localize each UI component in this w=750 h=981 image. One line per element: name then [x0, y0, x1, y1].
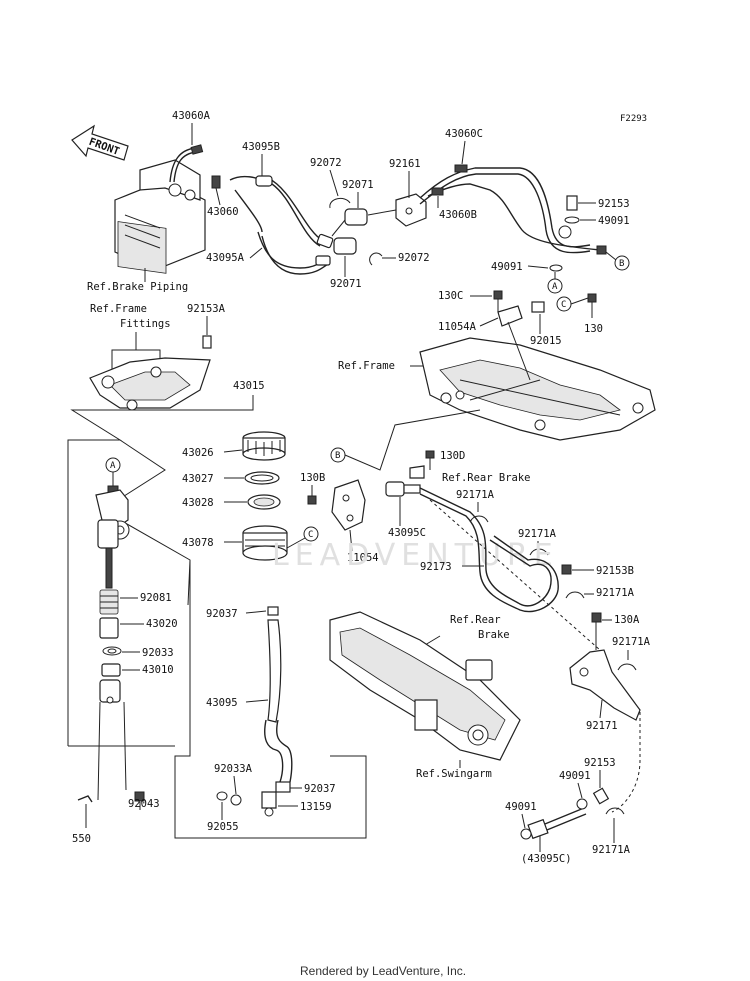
figure-code: F2293 — [620, 114, 647, 124]
label-92072-bottom: 92072 — [398, 252, 430, 264]
label-43060: 43060 — [207, 206, 239, 218]
abs-unit-drawing — [114, 159, 206, 274]
label-43095C: 43095C — [388, 527, 426, 539]
frame-fittings-bracket-drawing — [89, 335, 212, 411]
label-43028: 43028 — [182, 497, 214, 509]
label-130C: 130C — [438, 290, 463, 302]
label-13159: 13159 — [300, 801, 332, 813]
label-92072-top: 92072 — [310, 157, 342, 169]
label-43060C: 43060C — [445, 128, 483, 140]
label-43010: 43010 — [142, 664, 174, 676]
label-49091-bottom-b: 49091 — [505, 801, 537, 813]
callout-c-left: C — [286, 526, 319, 549]
label-92171A-d: 92171A — [612, 636, 651, 648]
swingarm-drawing — [329, 611, 521, 761]
label-43095C-paren: (43095C) — [521, 853, 572, 865]
callout-a-top: A — [547, 272, 563, 294]
svg-text:B: B — [335, 451, 340, 461]
label-92081: 92081 — [140, 592, 172, 604]
label-92171A-e: 92171A — [592, 844, 631, 856]
reservoir-parts-drawing — [216, 431, 293, 817]
label-43015: 43015 — [233, 380, 265, 392]
svg-text:C: C — [308, 530, 313, 540]
svg-text:B: B — [619, 259, 624, 269]
ref-rear-brake-2a: Ref.Rear — [450, 614, 501, 626]
footer-text: Rendered by LeadVenture, Inc. — [300, 964, 466, 978]
label-92055: 92055 — [207, 821, 239, 833]
ref-brake-piping-label: Ref.Brake Piping — [87, 281, 188, 293]
label-92037-top: 92037 — [206, 608, 238, 620]
ref-frame-fittings-label-2: Fittings — [120, 318, 171, 330]
label-130: 130 — [584, 323, 603, 335]
ref-swingarm-label: Ref.Swingarm — [416, 768, 492, 780]
label-130B: 130B — [300, 472, 325, 484]
label-49091-mid: 49091 — [491, 261, 523, 273]
rear-brake-pipe-drawing — [419, 487, 601, 651]
label-130D: 130D — [440, 450, 465, 462]
label-130A: 130A — [614, 614, 640, 626]
clamp-92171-drawing — [569, 649, 641, 721]
label-49091-bottom-a: 49091 — [559, 770, 591, 782]
label-92173: 92173 — [420, 561, 452, 573]
label-92161: 92161 — [389, 158, 421, 170]
label-43095A: 43095A — [206, 252, 245, 264]
label-92037-bottom: 92037 — [304, 783, 336, 795]
label-92071-top: 92071 — [342, 179, 374, 191]
label-92015: 92015 — [530, 335, 562, 347]
svg-text:A: A — [552, 282, 558, 292]
label-43078: 43078 — [182, 537, 214, 549]
label-43095: 43095 — [206, 697, 238, 709]
cotter-pin-drawing — [77, 701, 145, 828]
label-92153B: 92153B — [596, 565, 634, 577]
front-arrow-icon: FRONT — [71, 124, 129, 161]
ref-rear-brake-2b: Brake — [478, 629, 510, 641]
callout-a-left: A — [105, 457, 121, 486]
label-43027: 43027 — [182, 473, 214, 485]
label-43095B: 43095B — [242, 141, 280, 153]
label-43026: 43026 — [182, 447, 214, 459]
svg-text:A: A — [110, 461, 116, 471]
label-92171A-b: 92171A — [518, 528, 557, 540]
master-cylinder-box-lines — [67, 395, 367, 839]
label-43060B: 43060B — [439, 209, 477, 221]
callout-c-right: C — [556, 296, 589, 312]
label-92033A: 92033A — [214, 763, 253, 775]
svg-text:C: C — [561, 300, 566, 310]
label-11054: 11054 — [347, 552, 379, 564]
label-43060A: 43060A — [172, 110, 211, 122]
label-92171: 92171 — [586, 720, 618, 732]
label-550: 550 — [72, 833, 91, 845]
callout-b-right: B — [330, 409, 481, 471]
label-92171A-a: 92171A — [456, 489, 495, 501]
label-92153A: 92153A — [187, 303, 226, 315]
label-49091-top: 49091 — [598, 215, 630, 227]
label-92153-bottom: 92153 — [584, 757, 616, 769]
ref-frame-label: Ref.Frame — [338, 360, 395, 372]
ref-rear-brake-label: Ref.Rear Brake — [442, 472, 531, 484]
label-43020: 43020 — [146, 618, 178, 630]
bracket-11054-drawing — [331, 479, 366, 531]
ref-frame-fittings-label-1: Ref.Frame — [90, 303, 147, 315]
master-cylinder-body-drawing — [95, 485, 130, 704]
label-92043: 92043 — [128, 798, 160, 810]
hose-end-drawing — [520, 787, 625, 840]
frame-drawing — [419, 321, 656, 441]
label-92153-top: 92153 — [598, 198, 630, 210]
label-92033: 92033 — [142, 647, 174, 659]
label-92071-bottom: 92071 — [330, 278, 362, 290]
label-92171A-c: 92171A — [596, 587, 635, 599]
watermark-text: LEADVENTURE — [272, 538, 559, 573]
brake-lines-drawing — [169, 144, 607, 275]
label-11054A: 11054A — [438, 321, 477, 333]
callout-b-top: B — [605, 251, 630, 271]
